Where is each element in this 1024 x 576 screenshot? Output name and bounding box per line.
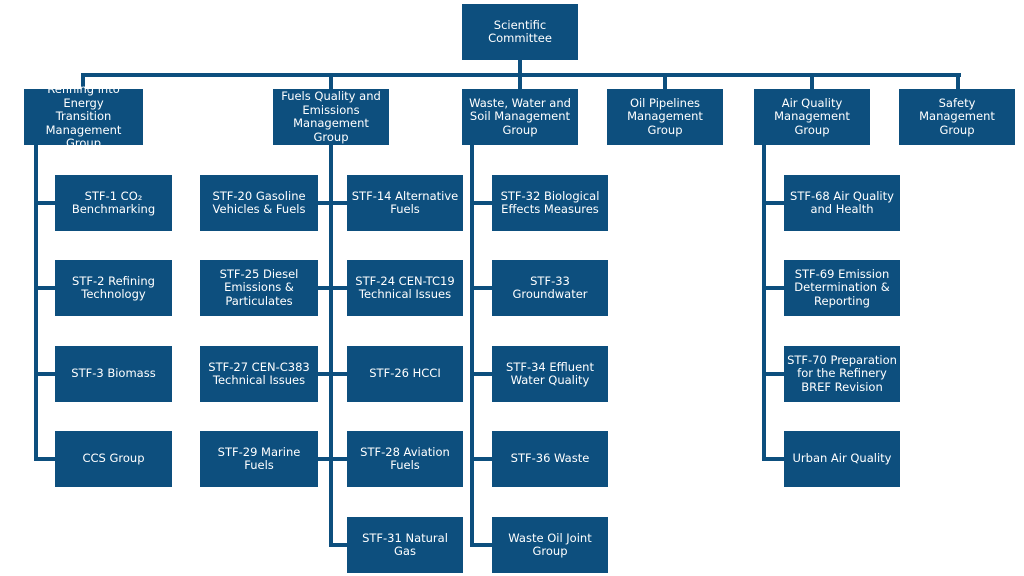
node-stf-2: STF-2 Refining Technology [55,260,172,316]
node-stf-31: STF-31 Natural Gas [347,517,463,573]
connector-g0-c3 [34,457,55,461]
connector-drop-g5 [956,73,960,89]
connector-drop-g0 [81,73,85,89]
node-stf-70: STF-70 Preparation for the Refinery BREF… [784,346,900,402]
connector-g2-c2 [470,372,492,376]
node-stf-32: STF-32 Biological Effects Measures [492,175,608,231]
node-stf-3: STF-3 Biomass [55,346,172,402]
node-stf-68: STF-68 Air Quality and Health [784,175,900,231]
connector-g1-r1 [329,286,347,290]
node-ccs-group: CCS Group [55,431,172,487]
connector-g1-vertical [329,145,333,547]
connector-g4-vertical [762,145,766,461]
connector-g4-c2 [762,372,784,376]
node-stf-1: STF-1 CO₂ Benchmarking [55,175,172,231]
node-stf-29: STF-29 Marine Fuels [200,431,318,487]
node-stf-33: STF-33 Groundwater [492,260,608,316]
node-stf-25: STF-25 Diesel Emissions & Particulates [200,260,318,316]
node-stf-14: STF-14 Alternative Fuels [347,175,463,231]
node-stf-34: STF-34 Effluent Water Quality [492,346,608,402]
connector-g4-c1 [762,286,784,290]
node-scientific-committee: Scientific Committee [462,4,578,60]
connector-g1-l2 [318,372,333,376]
connector-drop-g1 [329,73,333,89]
node-stf-20: STF-20 Gasoline Vehicles & Fuels [200,175,318,231]
node-oil-pipelines-group: Oil Pipelines Management Group [607,89,723,145]
connector-g1-l0 [318,201,333,205]
connector-g0-vertical [34,145,38,461]
node-stf-36: STF-36 Waste [492,431,608,487]
connector-drop-g3 [663,73,667,89]
connector-g1-r4 [329,543,347,547]
connector-g1-r3 [329,457,347,461]
connector-g2-c0 [470,201,492,205]
node-stf-24: STF-24 CEN-TC19 Technical Issues [347,260,463,316]
connector-g4-c3 [762,457,784,461]
connector-g0-c1 [34,286,55,290]
node-air-quality-group: Air Quality Management Group [754,89,870,145]
connector-g2-c1 [470,286,492,290]
connector-drop-g2 [518,73,522,89]
node-refining-group: Refining into Energy Transition Manageme… [24,83,143,150]
connector-root [518,60,522,76]
node-stf-69: STF-69 Emission Determination & Reportin… [784,260,900,316]
connector-g4-c0 [762,201,784,205]
connector-g2-vertical [470,145,474,547]
connector-g0-c0 [34,201,55,205]
node-fuels-quality-group: Fuels Quality and Emissions Management G… [273,89,389,145]
connector-g2-c4 [470,543,492,547]
node-urban-air-quality: Urban Air Quality [784,431,900,487]
node-waste-oil-joint-group: Waste Oil Joint Group [492,517,608,573]
node-stf-28: STF-28 Aviation Fuels [347,431,463,487]
connector-g1-l3 [318,457,333,461]
connector-g1-r2 [329,372,347,376]
connector-g1-r0 [329,201,347,205]
connector-g1-l1 [318,286,333,290]
connector-drop-g4 [810,73,814,89]
connector-g2-c3 [470,457,492,461]
node-stf-26: STF-26 HCCI [347,346,463,402]
node-safety-group: Safety Management Group [899,89,1015,145]
connector-g0-c2 [34,372,55,376]
node-waste-water-soil-group: Waste, Water and Soil Management Group [462,89,578,145]
node-stf-27: STF-27 CEN-C383 Technical Issues [200,346,318,402]
